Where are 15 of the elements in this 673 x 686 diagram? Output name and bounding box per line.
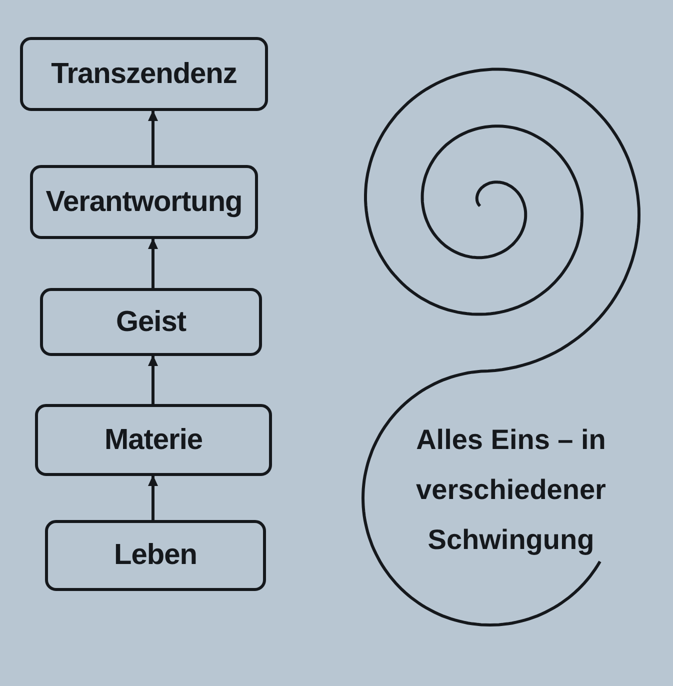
- process-box: [20, 37, 268, 111]
- box-label: Verantwortung: [46, 186, 242, 218]
- arrow: [148, 355, 158, 404]
- process-box: [35, 404, 272, 476]
- arrow: [148, 475, 158, 520]
- box-label: Geist: [116, 306, 186, 338]
- box-label: Leben: [114, 539, 197, 572]
- arrow: [148, 238, 158, 288]
- caption-text: Alles Eins – in verschiedener Schwingung: [415, 423, 607, 557]
- box-label: Materie: [104, 424, 203, 456]
- process-box: [40, 288, 262, 356]
- arrow: [148, 110, 158, 165]
- process-box: [30, 165, 258, 239]
- box-label: Transzendenz: [51, 58, 237, 90]
- process-box: [45, 520, 266, 591]
